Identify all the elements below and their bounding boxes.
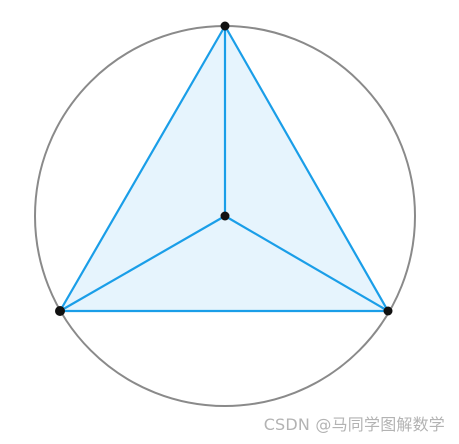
left-vertex-point [55, 306, 65, 316]
right-vertex-point [383, 306, 393, 316]
center-point [220, 211, 230, 221]
segment-center-to-right-vertex [224, 215, 389, 312]
watermark: CSDN @马同学图解数学 [263, 415, 445, 434]
top-vertex-point [220, 21, 230, 31]
segment-center-to-left-vertex [59, 215, 226, 312]
